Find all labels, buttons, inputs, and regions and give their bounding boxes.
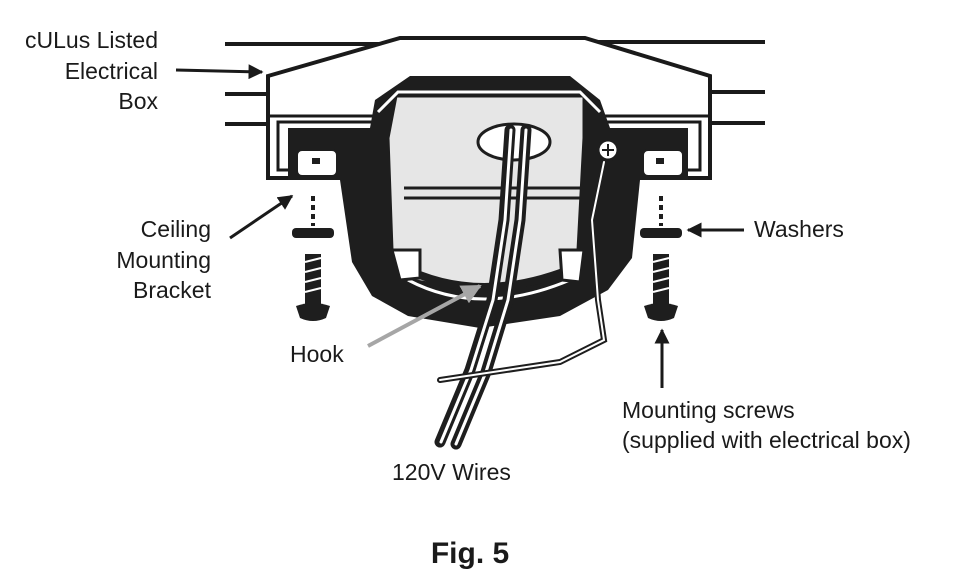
wires-120v [434, 124, 608, 450]
label-washers: Washers [754, 216, 844, 242]
label-screws-line1: Mounting screws [622, 397, 795, 423]
label-hook: Hook [290, 341, 344, 367]
ground-screw-icon [596, 138, 620, 162]
ceiling-mounting-bracket [288, 76, 688, 328]
label-screws-line2: (supplied with electrical box) [622, 427, 911, 453]
label-electrical-box-line1: cULus Listed [25, 27, 158, 53]
hook-arrow [367, 284, 482, 348]
label-electrical-box-line2: Electrical [65, 58, 158, 84]
label-wires: 120V Wires [392, 459, 511, 485]
left-mounting-screw [292, 196, 334, 321]
ceiling-joists [225, 40, 765, 126]
label-bracket-line1: Ceiling [141, 216, 211, 242]
label-bracket-line3: Bracket [133, 277, 212, 303]
label-electrical-box-line3: Box [118, 88, 158, 114]
label-electrical-box: cULus Listed Electrical Box [25, 27, 158, 114]
label-bracket-line2: Mounting [116, 247, 211, 273]
right-mounting-screw [640, 196, 682, 321]
figure-caption: Fig. 5 [431, 537, 509, 570]
electrical-box-arrow [175, 64, 264, 80]
label-mounting-screws: Mounting screws (supplied with electrica… [622, 397, 911, 453]
label-bracket: Ceiling Mounting Bracket [116, 216, 211, 303]
bracket-arrow [229, 194, 294, 240]
